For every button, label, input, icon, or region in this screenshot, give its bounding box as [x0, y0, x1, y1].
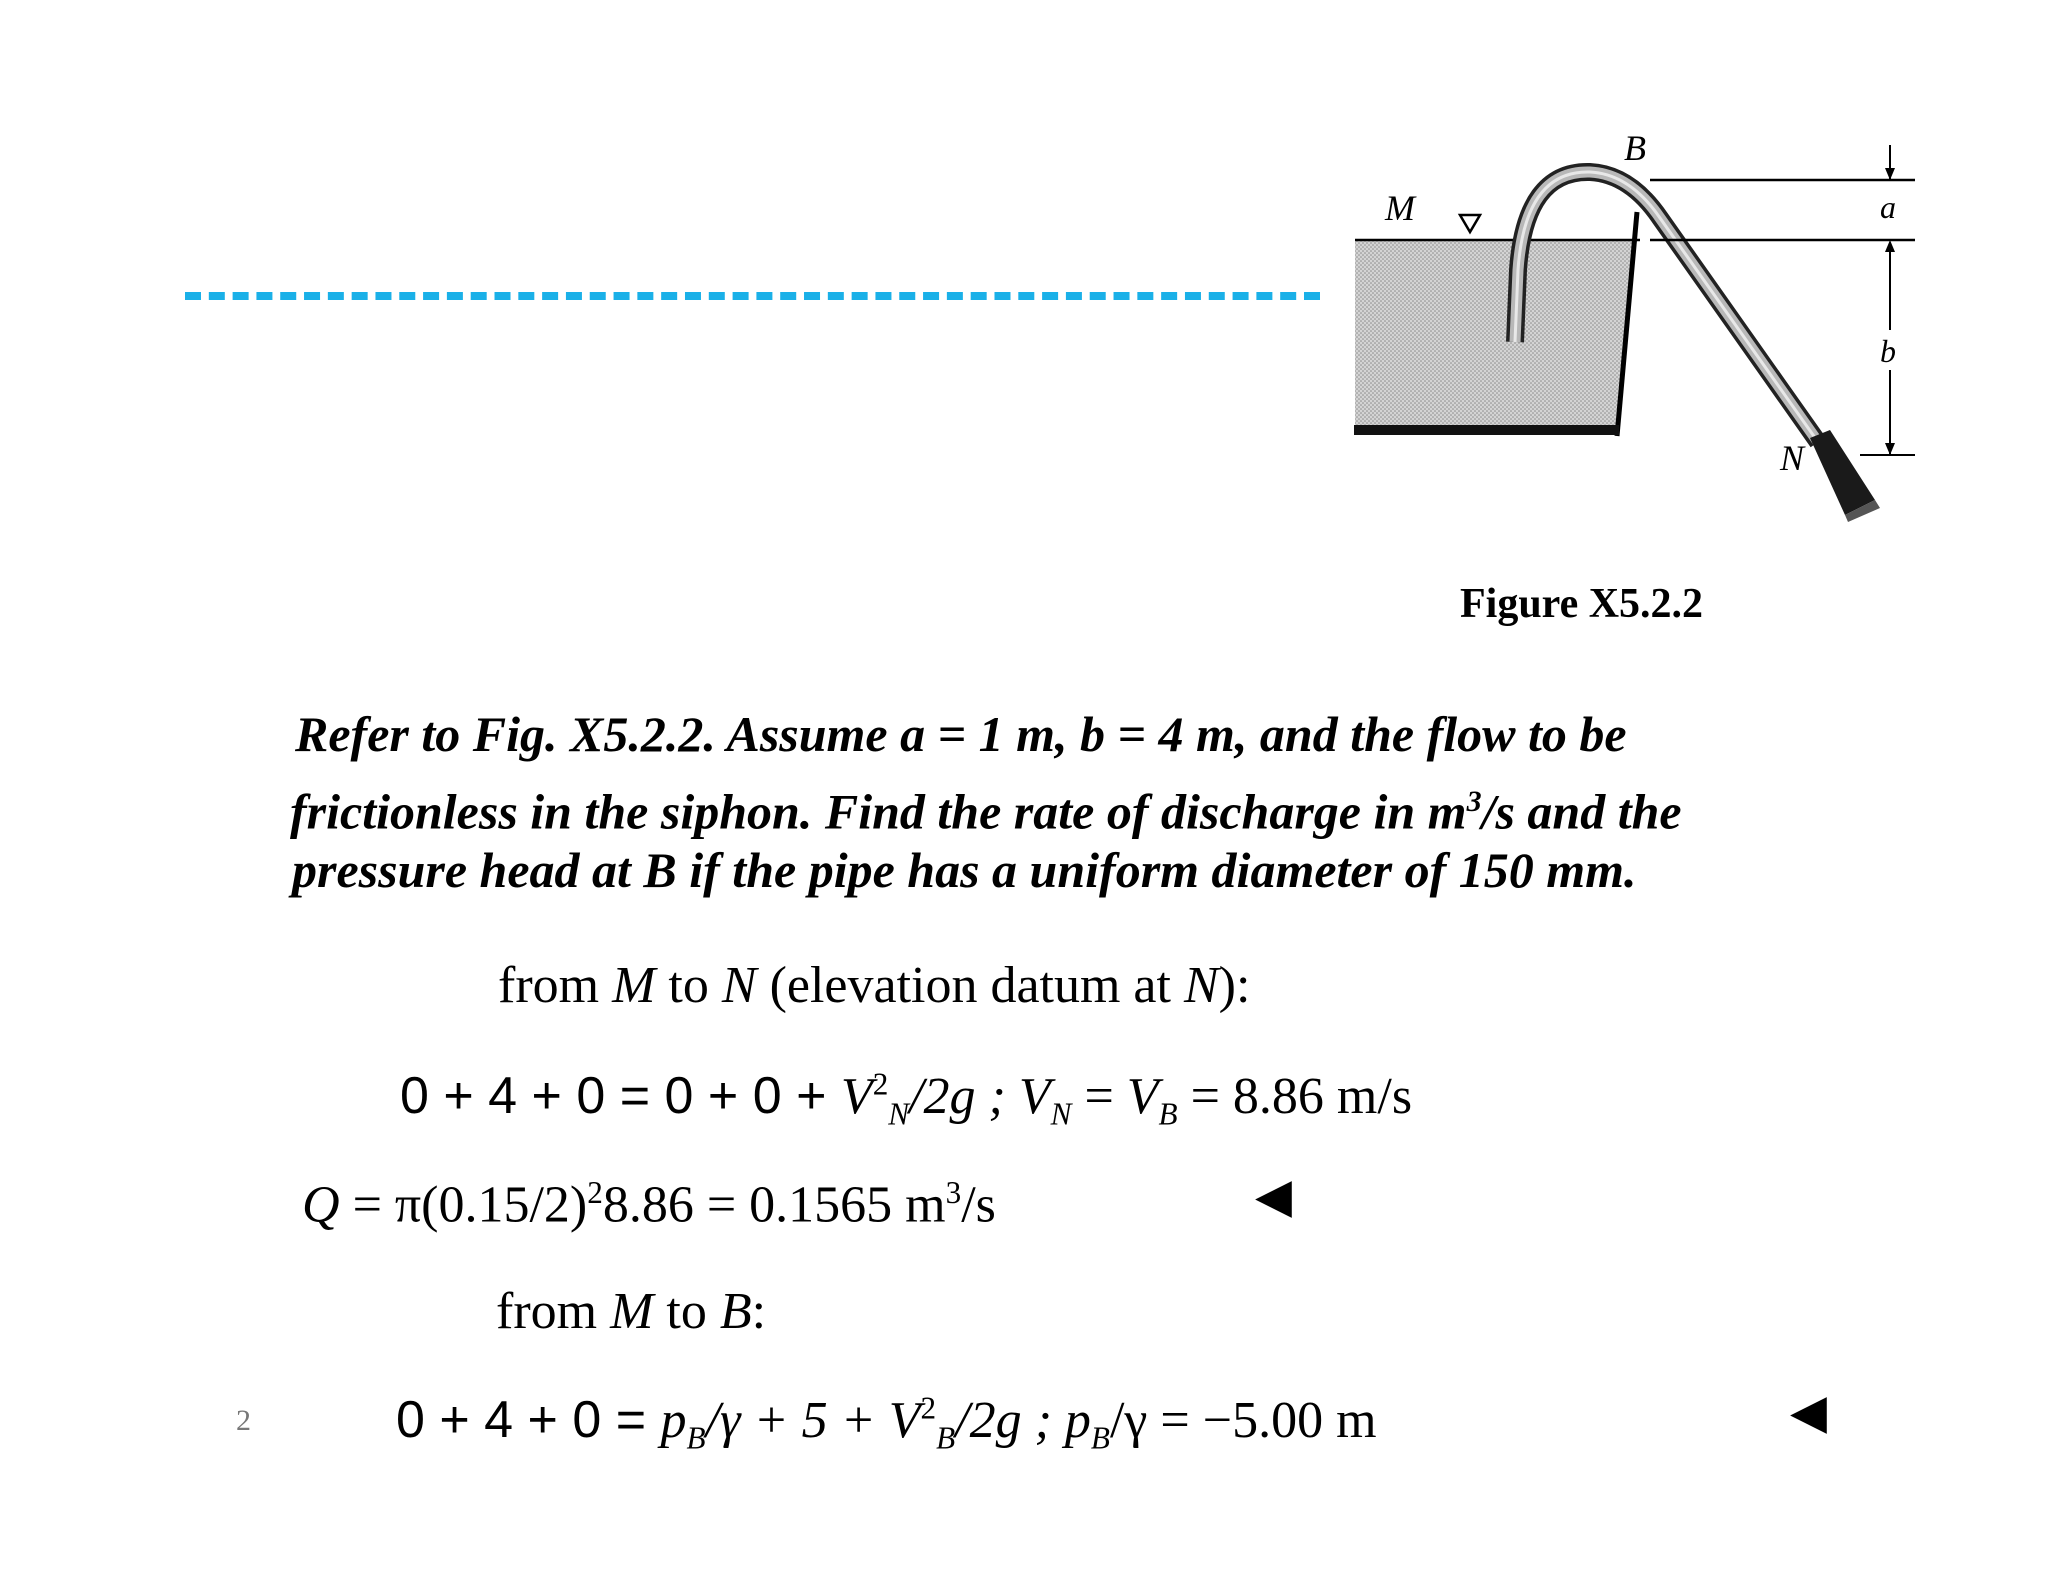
equation-3: 0 + 4 + 0 = pB/γ + 5 + V2B/2g ; pB/γ = −…	[396, 1390, 1377, 1456]
equation-2: Q = π(0.15/2)28.86 = 0.1565 m3/s	[302, 1175, 996, 1234]
figure-caption: Figure X5.2.2	[1460, 581, 1704, 627]
nozzle	[1810, 430, 1875, 515]
dashed-guide-line	[185, 292, 1320, 300]
answer-marker-1: ◀	[1255, 1170, 1292, 1223]
reservoir-wall	[1614, 211, 1640, 437]
page-number: 2	[236, 1404, 251, 1437]
problem-line-2: frictionless in the siphon. Find the rat…	[290, 783, 1682, 840]
label-b: b	[1880, 333, 1896, 369]
reservoir-water	[1355, 240, 1635, 432]
label-M: M	[1384, 188, 1417, 228]
label-a: a	[1880, 189, 1896, 225]
equation-1: 0 + 4 + 0 = 0 + 0 + V2N/2g ; VN = VB = 8…	[400, 1066, 1413, 1132]
step2-heading: from M to B:	[496, 1283, 767, 1340]
label-B: B	[1624, 128, 1646, 168]
reservoir-bottom	[1354, 425, 1619, 435]
answer-marker-2: ◀	[1790, 1386, 1827, 1439]
step1-heading: from M to N (elevation datum at N):	[498, 957, 1251, 1014]
free-surface-icon	[1457, 213, 1483, 235]
label-N: N	[1779, 438, 1806, 478]
problem-line-1: Refer to Fig. X5.2.2. Assume a = 1 m, b …	[295, 706, 1627, 762]
problem-line-3: pressure head at B if the pipe has a uni…	[292, 842, 1637, 898]
siphon-figure: B M a b N	[1354, 128, 1915, 522]
